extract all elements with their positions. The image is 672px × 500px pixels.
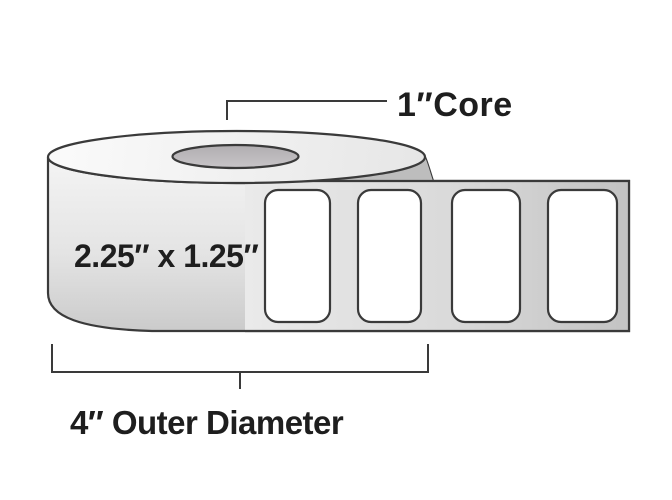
roll-core	[171, 143, 300, 170]
core-callout-line	[226, 100, 387, 120]
label-strip	[245, 181, 629, 331]
label-strip-edge	[245, 179, 631, 333]
core-size-label: 1″Core	[397, 86, 513, 124]
blank-label-1	[263, 188, 332, 324]
outer-diameter-bracket	[51, 344, 429, 373]
blank-label-3	[450, 188, 522, 324]
outer-diameter-label: 4″ Outer Diameter	[70, 404, 344, 441]
blank-label-2	[356, 188, 423, 324]
roll-shadow-crescent	[309, 157, 433, 181]
label-size-text: 2.25″ x 1.25″	[74, 238, 259, 274]
blank-label-4	[546, 188, 619, 324]
